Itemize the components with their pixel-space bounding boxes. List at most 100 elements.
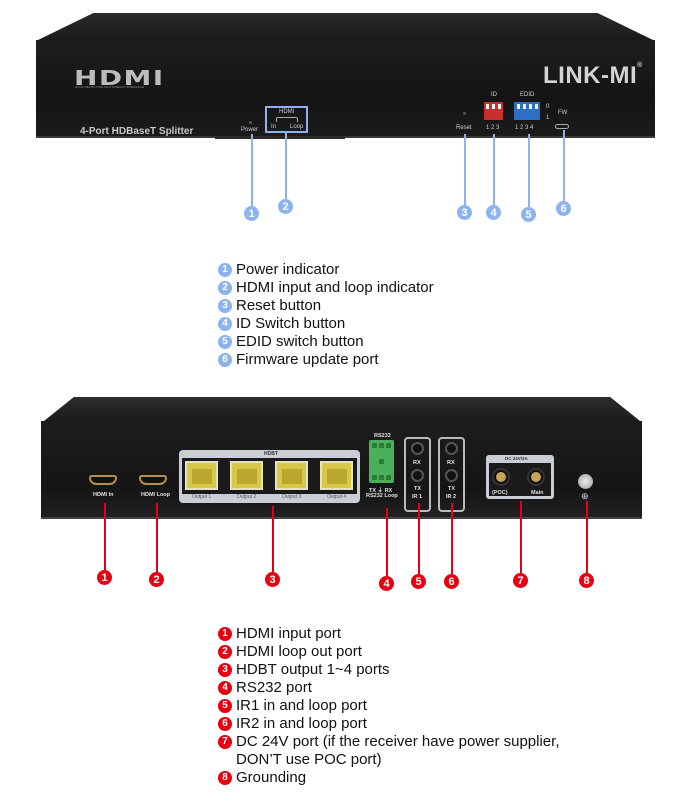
rj45-output-4 bbox=[320, 461, 353, 490]
legend-text: EDID switch button bbox=[236, 333, 364, 350]
callout-badge-3: 3 bbox=[457, 205, 472, 220]
rj45-output-2 bbox=[230, 461, 263, 490]
callout-line-8 bbox=[586, 501, 588, 573]
rs232-label: RS232 bbox=[374, 433, 391, 439]
output-label: Output 3 bbox=[282, 494, 302, 500]
legend-badge: 6 bbox=[218, 353, 232, 367]
callout-line-6 bbox=[563, 130, 565, 201]
callout-line-3 bbox=[272, 506, 274, 572]
callout-line-1 bbox=[104, 503, 106, 570]
hdmi-indicator-highlight bbox=[265, 106, 308, 133]
rear-chassis-top bbox=[44, 397, 640, 421]
ir1-tx-jack bbox=[411, 469, 424, 482]
power-label: Power bbox=[241, 127, 259, 133]
ir2-rx-jack bbox=[445, 442, 458, 455]
legend-badge: 4 bbox=[218, 317, 232, 331]
legend-text: Firmware update port bbox=[236, 351, 379, 368]
ir2-label: IR 2 bbox=[446, 494, 457, 500]
callout-badge-2: 2 bbox=[149, 572, 164, 587]
callout-badge-4: 4 bbox=[486, 205, 501, 220]
rs232-pin-labels: TX ⏚ RX bbox=[369, 488, 393, 494]
dc-poc-jack bbox=[494, 470, 508, 484]
legend-badge: 3 bbox=[218, 663, 232, 677]
brand-logo: LINK-MI® bbox=[543, 62, 643, 90]
legend-text: Reset button bbox=[236, 297, 322, 314]
callout-badge-5: 5 bbox=[411, 574, 426, 589]
callout-line-2 bbox=[156, 503, 158, 572]
rs232-terminal-block bbox=[369, 440, 394, 483]
legend-text: Power indicator bbox=[236, 261, 340, 278]
hdmi-in-led-label: In bbox=[271, 124, 277, 130]
hdmi-loop-port bbox=[139, 475, 167, 485]
legend-item: 2 HDMI input and loop indicator bbox=[218, 279, 434, 297]
ir1-port-group bbox=[404, 437, 431, 512]
ir2-tx-label: TX bbox=[448, 486, 456, 492]
legend-badge: 6 bbox=[218, 717, 232, 731]
legend-badge: 5 bbox=[218, 335, 232, 349]
legend-item: 7 DC 24V port (if the receiver have power… bbox=[218, 733, 560, 751]
model-name: 4-Port HDBaseT Splitter bbox=[80, 126, 194, 137]
legend-badge: 7 bbox=[218, 735, 232, 749]
hdmi-loop-led-label: Loop bbox=[290, 124, 304, 130]
ir2-tx-jack bbox=[445, 469, 458, 482]
reset-label: Reset bbox=[456, 125, 472, 131]
callout-badge-8: 8 bbox=[579, 573, 594, 588]
front-chassis-lip bbox=[215, 136, 345, 139]
callout-badge-1: 1 bbox=[97, 570, 112, 585]
hdmi-logo-tagline: HIGH-DEFINITION MULTIMEDIA INTERFACE bbox=[75, 85, 145, 89]
legend-badge: 4 bbox=[218, 681, 232, 695]
callout-line-3 bbox=[464, 134, 466, 205]
hdmi-in-port bbox=[89, 475, 117, 485]
ir1-label: IR 1 bbox=[412, 494, 423, 500]
grounding-screw bbox=[578, 474, 593, 489]
callout-line-6 bbox=[451, 503, 453, 574]
legend-text: IR1 in and loop port bbox=[236, 697, 367, 714]
legend-badge: 3 bbox=[218, 299, 232, 313]
callout-badge-1: 1 bbox=[244, 206, 259, 221]
output-label: Output 4 bbox=[327, 494, 347, 500]
ir2-rx-label: RX bbox=[447, 460, 455, 466]
ir1-rx-jack bbox=[411, 442, 424, 455]
hdmi-logo: HDMI bbox=[74, 66, 165, 90]
edid-label: EDID bbox=[520, 92, 535, 98]
callout-badge-6: 6 bbox=[444, 574, 459, 589]
rj45-output-3 bbox=[275, 461, 308, 490]
front-chassis-face bbox=[36, 40, 655, 138]
legend-text: HDMI input and loop indicator bbox=[236, 279, 434, 296]
hdbt-label: HDBT bbox=[264, 451, 278, 457]
edid-state-1: 1 bbox=[546, 115, 550, 121]
callout-line-4 bbox=[493, 134, 495, 205]
callout-line-2 bbox=[285, 133, 287, 199]
fw-label: FW bbox=[558, 110, 568, 116]
brand-name: LINK-MI bbox=[543, 62, 638, 89]
legend-text: DC 24V port (if the receiver have power … bbox=[236, 733, 560, 750]
dc-main-jack bbox=[529, 470, 543, 484]
callout-line-4 bbox=[386, 508, 388, 576]
dc-label: DC 24V/2A bbox=[505, 456, 528, 461]
legend-badge: 2 bbox=[218, 281, 232, 295]
id-switch-numbers: 1 2 3 bbox=[486, 125, 500, 131]
callout-badge-6: 6 bbox=[556, 201, 571, 216]
legend-item: 3 Reset button bbox=[218, 297, 434, 315]
id-dip-switch bbox=[484, 102, 503, 120]
legend-text: ID Switch button bbox=[236, 315, 346, 332]
legend-item: 4 ID Switch button bbox=[218, 315, 434, 333]
hdmi-in-label: HDMI In bbox=[93, 492, 114, 498]
legend-badge: 2 bbox=[218, 645, 232, 659]
rs232-loop-label: RS232 Loop bbox=[366, 493, 398, 499]
legend-text-continuation: DON’T use POC port) bbox=[236, 751, 382, 768]
hdmi-loop-label: HDMI Loop bbox=[141, 492, 171, 498]
callout-line-7 bbox=[520, 501, 522, 573]
legend-item: 2 HDMI loop out port bbox=[218, 643, 560, 661]
ir1-tx-label: TX bbox=[414, 486, 422, 492]
hdmi-indicator-label: HDMI bbox=[279, 109, 295, 115]
legend-badge: 5 bbox=[218, 699, 232, 713]
legend-item: 6 Firmware update port bbox=[218, 351, 434, 369]
rj45-output-1 bbox=[185, 461, 218, 490]
legend-text: HDMI loop out port bbox=[236, 643, 362, 660]
